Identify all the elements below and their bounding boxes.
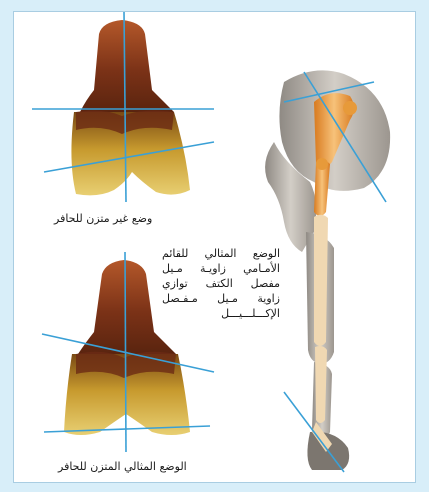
note-line-2: الأمـامي زاويـة مـيل — [162, 261, 280, 276]
note-line-5: الإكـــلـــيـــل — [162, 306, 280, 321]
illustration-panel: وضع غير متزن للحافر الوضع المثالي للقائم… — [13, 11, 416, 483]
balanced-hoof-caption: الوضع المثالي المتزن للحافر — [58, 459, 187, 474]
unbalanced-hoof-caption: وضع غير متزن للحافر — [54, 211, 152, 226]
note-line-3: مفصل الكتف توازي — [162, 276, 280, 291]
note-line-4: زاوية مـيل مـفـصل — [162, 291, 280, 306]
unbalanced-hoof-illustration — [32, 12, 214, 202]
ideal-position-note: الوضع المثالي للقائم الأمـامي زاويـة مـي… — [162, 246, 280, 321]
foreleg-skeleton-illustration — [265, 70, 390, 472]
note-line-1: الوضع المثالي للقائم — [162, 246, 280, 261]
